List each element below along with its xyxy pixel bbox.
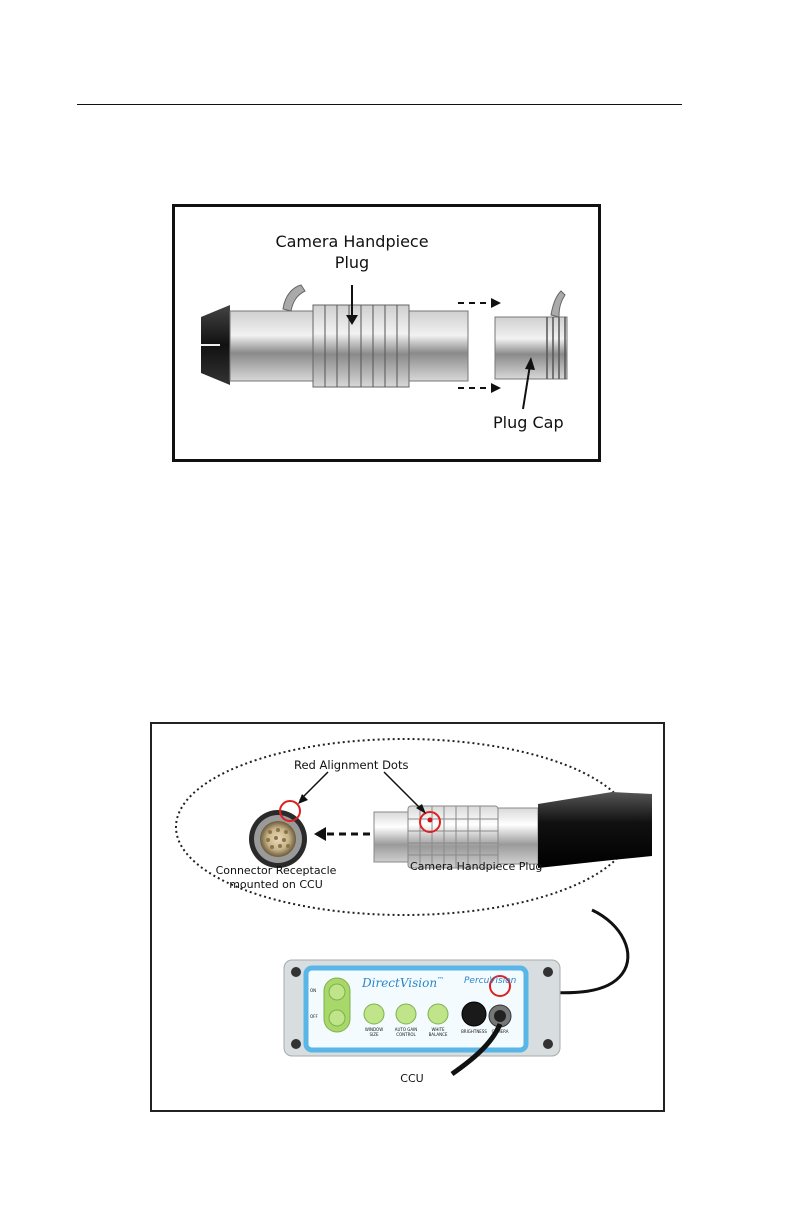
alignment-dots-label: Red Alignment Dots [294,758,408,772]
figure-plug-cap: Camera Handpiece Plug Plug Cap [172,204,601,462]
alignment-pointers [300,772,422,810]
plug-body [230,285,468,387]
insert-direction-arrow [314,827,370,841]
camera-plug-label: Camera Handpiece Plug [410,860,542,873]
header-rule [77,104,682,105]
connector-illustration [152,724,663,1110]
direction-arrow-top [458,298,501,308]
receptacle-label-line2: mounted on CCU [206,878,346,892]
ccu-maker: PercuVision [464,976,516,986]
ccu-brand-mark: ™ [437,976,444,984]
plug-label: Camera Handpiece Plug [267,231,437,273]
ccu-brand: DirectVision™ [362,976,444,990]
plug-nose [201,305,230,385]
ccu-auto-gain-label: AUTO GAIN CONTROL [390,1027,422,1037]
receptacle-label-line1: Connector Receptacle [206,864,346,878]
receptacle-label: Connector Receptacle mounted on CCU [206,864,346,892]
ccu-label: CCU [392,1072,432,1085]
ccu-brand-text: DirectVision [362,976,437,990]
ccu-camera-label: CAMERA [486,1029,514,1034]
ccu-on-label: ON [310,988,316,993]
ccu-off-label: OFF [310,1014,318,1019]
figure-connector-ccu: Red Alignment Dots Connector Receptacle … [150,722,665,1112]
cap-label: Plug Cap [493,413,564,432]
connector-receptacle [249,801,307,868]
plug-label-line1: Camera Handpiece [267,231,437,252]
ccu-window-size-label: WINDOW SIZE [360,1027,388,1037]
direction-arrow-bottom [458,383,501,393]
ccu-white-balance-label: WHITE BALANCE [424,1027,452,1037]
plug-label-line2: Plug [267,252,437,273]
